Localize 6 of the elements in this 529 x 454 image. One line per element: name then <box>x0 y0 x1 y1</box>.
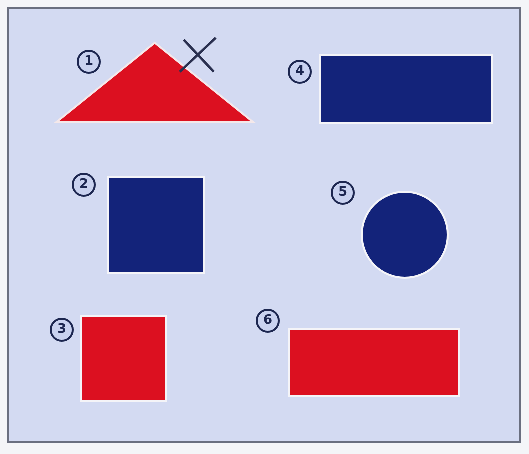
circle-shape <box>361 191 449 279</box>
rectangle-shape <box>319 54 493 124</box>
square-shape <box>80 315 167 402</box>
square-shape <box>107 176 205 274</box>
rectangle-shape <box>288 328 460 397</box>
triangle-shape <box>54 42 256 123</box>
